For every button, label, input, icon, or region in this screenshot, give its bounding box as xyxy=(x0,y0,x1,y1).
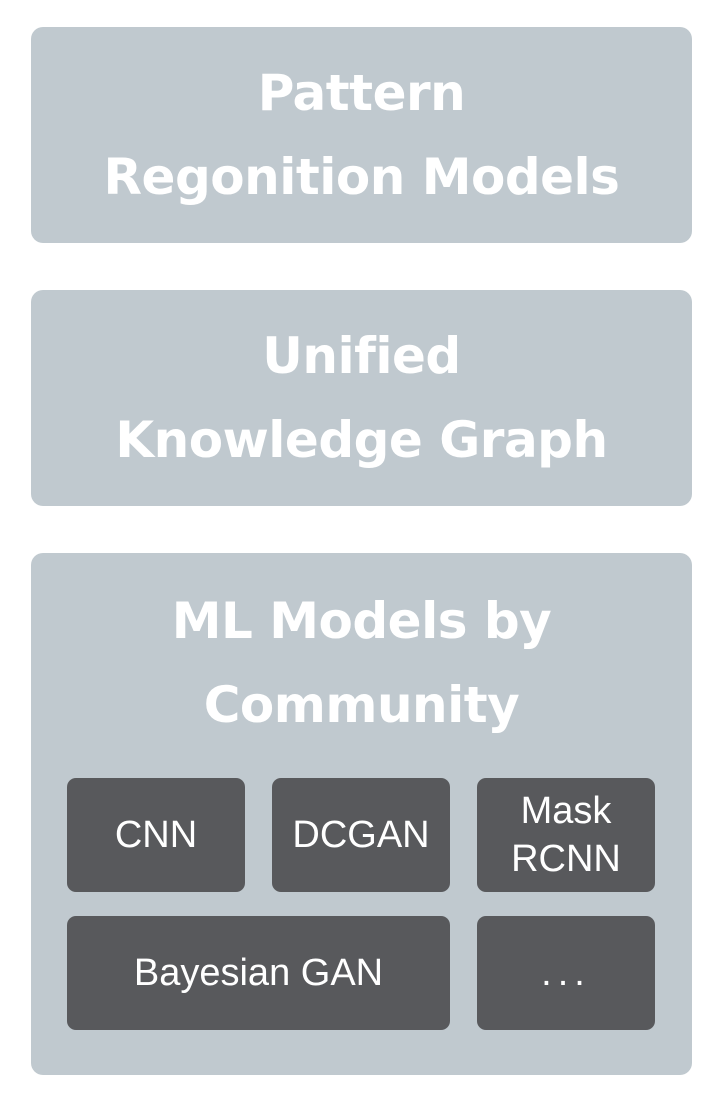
layer-pattern-recognition-models: Pattern Regonition Models xyxy=(31,27,692,243)
layer-title: Unified Knowledge Graph xyxy=(31,314,692,482)
model-chip-dcgan: DCGAN xyxy=(272,778,450,892)
layer-title: Pattern Regonition Models xyxy=(31,51,692,219)
model-chip-more: ... xyxy=(477,916,655,1030)
model-chip-mask-rcnn: Mask RCNN xyxy=(477,778,655,892)
layer-title-line-1: Pattern xyxy=(257,64,466,122)
model-chip-bayesian-gan: Bayesian GAN xyxy=(67,916,450,1030)
layer-unified-knowledge-graph: Unified Knowledge Graph xyxy=(31,290,692,506)
layer-title-line-1: ML Models by xyxy=(171,592,552,650)
layer-title-line-2: Knowledge Graph xyxy=(115,411,608,469)
layer-title-line-2: Regonition Models xyxy=(103,148,620,206)
layer-ml-models-by-community: ML Models by Community CNN DCGAN Mask RC… xyxy=(31,553,692,1075)
layer-title: ML Models by Community xyxy=(31,579,692,747)
layer-title-line-1: Unified xyxy=(262,327,461,385)
layer-title-line-2: Community xyxy=(203,676,520,734)
model-chip-cnn: CNN xyxy=(67,778,245,892)
